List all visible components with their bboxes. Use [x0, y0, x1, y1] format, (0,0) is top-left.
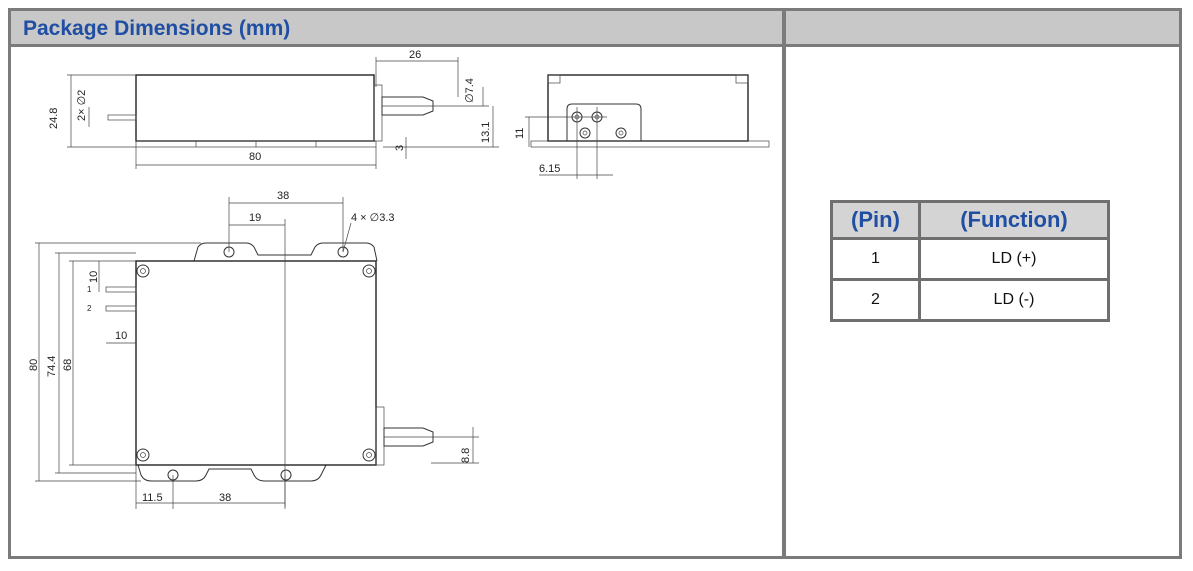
dim-13-1: 13.1 — [480, 122, 492, 143]
dim-2x-phi2: 2× ∅2 — [76, 90, 88, 121]
function-column-header: (Function) — [918, 200, 1110, 240]
dim-74-4: 74.4 — [46, 356, 58, 377]
dim-80-vert: 80 — [28, 359, 40, 371]
section-header: Package Dimensions (mm) — [11, 11, 782, 47]
function-cell: LD (+) — [918, 237, 1110, 281]
dim-11-5: 11.5 — [142, 492, 163, 504]
pin-2-label: 2 — [87, 304, 92, 313]
dim-10-vert: 10 — [88, 271, 100, 283]
dim-10-horz: 10 — [115, 330, 127, 342]
side-view: 26 24.8 2× ∅2 80 3 ∅7.4 13.1 — [48, 49, 499, 169]
pin-1-label: 1 — [87, 285, 92, 294]
function-cell: LD (-) — [918, 278, 1110, 322]
dim-68: 68 — [62, 359, 74, 371]
section-header-right — [786, 11, 1179, 47]
dim-4x-phi3-3: 4 × ∅3.3 — [351, 212, 395, 224]
section-title: Package Dimensions (mm) — [23, 17, 291, 40]
table-row: 2 LD (-) — [830, 278, 1110, 322]
dim-8-8: 8.8 — [460, 448, 472, 463]
top-view: 38 19 4 × ∅3.3 10 1 2 10 80 74.4 68 8.8 … — [28, 190, 479, 509]
pin-column-header: (Pin) — [830, 200, 921, 240]
dim-19: 19 — [249, 212, 261, 224]
dim-38-top: 38 — [277, 190, 289, 202]
dim-11: 11 — [514, 128, 526, 139]
table-row: 1 LD (+) — [830, 237, 1110, 281]
dim-26: 26 — [409, 49, 421, 61]
pin-cell: 1 — [830, 237, 921, 281]
dim-24-8: 24.8 — [48, 108, 60, 129]
dim-3: 3 — [394, 145, 406, 151]
dim-38-bottom: 38 — [219, 492, 231, 504]
dim-6-15: 6.15 — [539, 163, 560, 175]
pin-cell: 2 — [830, 278, 921, 322]
end-view: 11 6.15 — [514, 74, 770, 179]
table-header-row: (Pin) (Function) — [830, 200, 1110, 240]
column-divider — [782, 11, 786, 556]
dim-80-side: 80 — [249, 151, 261, 163]
pin-function-table: (Pin) (Function) 1 LD (+) 2 LD (-) — [830, 200, 1110, 322]
package-drawing: 26 24.8 2× ∅2 80 3 ∅7.4 13.1 11 6.15 — [28, 49, 770, 509]
dim-phi7-4: ∅7.4 — [464, 78, 476, 103]
